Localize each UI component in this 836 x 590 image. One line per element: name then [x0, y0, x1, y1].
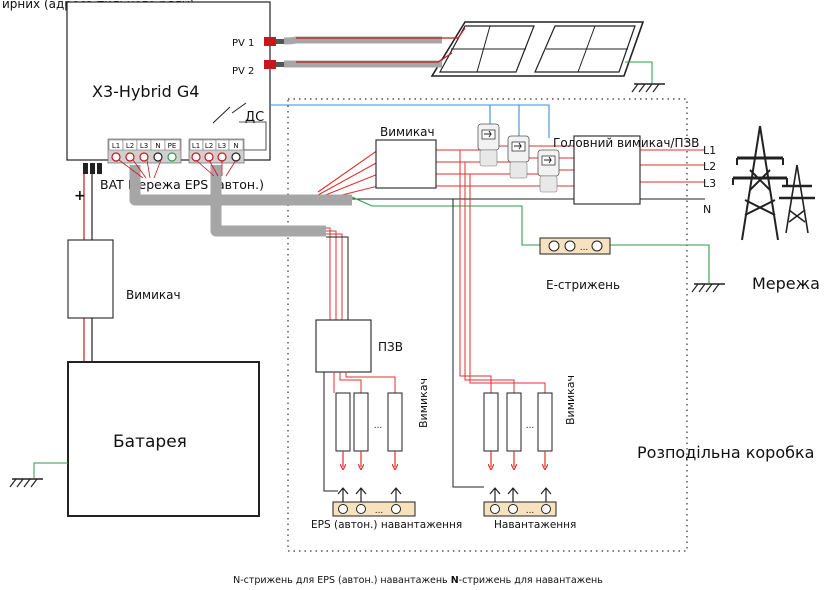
- battery-breaker-box: [67, 239, 114, 319]
- battery-terminal-icon: [83, 163, 102, 174]
- footer-caption: N-стрижень для EPS (автон.) навантажень …: [233, 575, 603, 586]
- earth-bar-label: Е-стрижень: [546, 278, 620, 292]
- battery-plus-sign: +: [74, 188, 86, 204]
- ground-icon: [691, 283, 725, 293]
- distribution-box-border: [287, 98, 688, 552]
- loads-label: Навантаження: [494, 519, 576, 531]
- ellipsis-label: ...: [375, 506, 384, 516]
- grid-line-label: N: [703, 203, 711, 216]
- grid-label: Мережа: [752, 274, 820, 293]
- rcd-box: [315, 319, 372, 373]
- grid-line-label: L3: [703, 177, 716, 190]
- ct-sensor-icon: [537, 149, 560, 193]
- pv1-connector-icon: [264, 37, 284, 46]
- terminal-label: L2: [205, 142, 213, 150]
- terminal-label: L3: [140, 142, 148, 150]
- dc-switch-icon: [212, 102, 247, 124]
- eps-breaker-label: Вимикач: [417, 378, 430, 428]
- grid-line-label: L1: [703, 144, 716, 157]
- ellipsis-label: ...: [580, 243, 589, 253]
- solar-panel-icon: [430, 21, 645, 77]
- cable-bundle: [129, 165, 352, 237]
- terminal-block-eps: L1 L2 L3 N: [188, 138, 245, 164]
- breaker-box: [375, 139, 437, 189]
- terminal-label: L2: [126, 142, 134, 150]
- load-breaker-group: ...: [483, 392, 553, 452]
- battery-breaker-label: Вимикач: [126, 288, 181, 302]
- terminal-block-grid: L1 L2 L3 N PE: [107, 138, 182, 164]
- terminal-label: N: [155, 142, 160, 150]
- terminal-label: L1: [112, 142, 120, 150]
- ground-icon: [631, 83, 665, 93]
- terminal-label: PE: [168, 142, 177, 150]
- eps-n-bar: ...: [332, 487, 416, 517]
- pv2-label: PV 2: [232, 66, 254, 77]
- terminal-label: N: [233, 142, 238, 150]
- eps-breaker-group: ...: [335, 392, 403, 452]
- port-labels: BAT Мережа EPS (автон.): [100, 177, 264, 192]
- ct-sensor-icon: [477, 123, 500, 167]
- power-pylon-icon: [732, 125, 788, 241]
- battery-box: [67, 361, 260, 517]
- earth-bar: ...: [539, 237, 611, 255]
- main-breaker-box: [573, 135, 641, 205]
- distribution-box-label: Розподільна коробка: [637, 443, 814, 462]
- rcd-label: ПЗВ: [378, 340, 403, 354]
- terminal-label: L3: [218, 142, 226, 150]
- pv1-label: PV 1: [232, 38, 254, 49]
- grid-line-label: L2: [703, 160, 716, 173]
- ellipsis-label: ...: [526, 506, 535, 516]
- battery-label: Батарея: [113, 432, 187, 452]
- breaker-label: Вимикач: [380, 125, 435, 139]
- load-n-bar: ...: [483, 487, 557, 517]
- power-pylon-icon: [779, 164, 815, 234]
- pv2-connector-icon: [264, 60, 284, 69]
- load-breaker-label: Вимикач: [564, 375, 577, 425]
- ct-sensor-icon: [507, 135, 530, 179]
- ellipsis-label: ...: [526, 421, 535, 431]
- main-breaker-label: Головний вимикач/ПЗВ: [553, 136, 699, 150]
- inverter-model: X3-Hybrid G4: [92, 82, 199, 101]
- inverter: X3-Hybrid G4 PV 1 PV 2 ДС L1 L2: [66, 1, 284, 174]
- ellipsis-label: ...: [374, 421, 383, 431]
- ground-icon: [9, 478, 43, 488]
- eps-loads-label: EPS (автон.) навантаження: [311, 519, 462, 531]
- terminal-label: L1: [192, 142, 200, 150]
- dc-label: ДС: [245, 110, 264, 125]
